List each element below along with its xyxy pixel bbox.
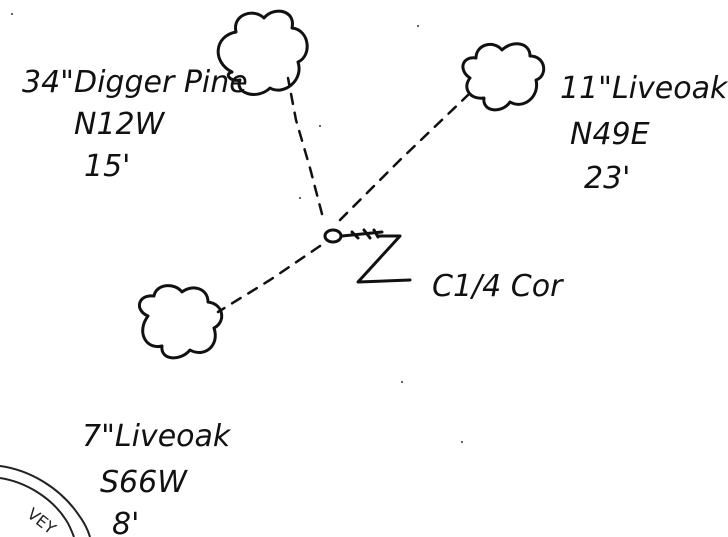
tree-icon-digger-pine [216, 9, 309, 96]
tree-icon-liveoak-sw [138, 284, 224, 360]
corner-leader-mark [356, 234, 412, 284]
survey-seal: VEY [0, 465, 91, 537]
tree-species-label: 11"Liveoak [560, 71, 728, 106]
tree-icon-liveoak-ne [461, 42, 546, 112]
tree-label-liveoak-sw: 7"Liveoak S66W 8' [82, 419, 232, 537]
seal-text: VEY [24, 504, 60, 537]
paper-specks [11, 13, 463, 443]
tree-species-label: 34"Digger Pine [22, 65, 248, 100]
corner-label: C1/4 Cor [432, 269, 564, 304]
tree-bearing-label: S66W [100, 465, 188, 500]
corner-monument-icon [323, 228, 384, 244]
bearing-line-liveoak-ne [338, 93, 470, 222]
tree-label-digger-pine: 34"Digger Pine N12W 15' [22, 65, 248, 184]
tree-species-label: 7"Liveoak [82, 419, 232, 454]
tree-label-liveoak-ne: 11"Liveoak N49E 23' [560, 71, 728, 196]
tree-distance-label: 15' [84, 149, 130, 184]
bearing-lines [216, 76, 470, 314]
tree-bearing-label: N49E [570, 117, 650, 152]
tree-bearing-label: N12W [74, 107, 166, 142]
tree-distance-label: 23' [584, 161, 630, 196]
tree-distance-label: 8' [112, 507, 139, 537]
bearing-line-liveoak-sw [216, 244, 322, 314]
bearing-line-digger-pine [286, 76, 324, 216]
